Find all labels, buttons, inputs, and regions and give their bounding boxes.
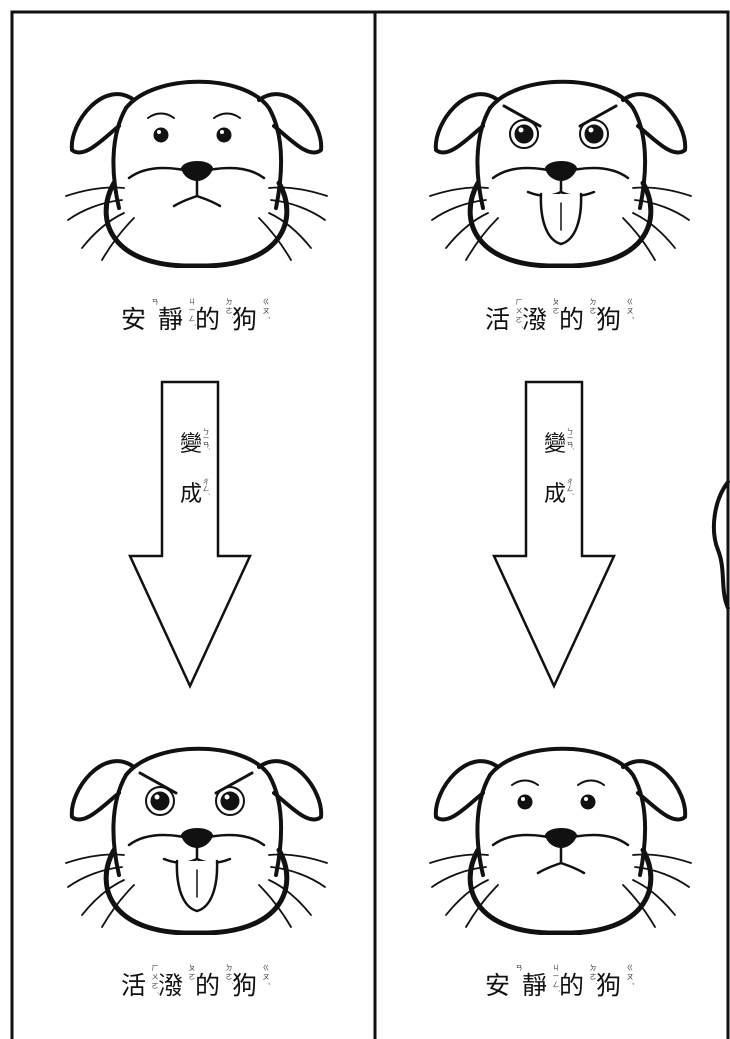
zhuyin: ㄐㄧㄥˋ	[188, 298, 196, 330]
down-arrow-icon	[128, 380, 252, 689]
calm-dog-icon	[64, 68, 329, 268]
zhuyin: ㄔㄥˊ	[566, 478, 574, 496]
caption-char: 的ㄉㄜ˙	[195, 964, 234, 1000]
caption-char: 活ㄏㄨㄛˊ	[484, 298, 523, 334]
caption-char: 安ㄢ	[120, 298, 159, 334]
zhuyin: ㄏㄨㄛˊ	[150, 964, 159, 997]
arrow-label-char: 變ㄅㄧㄢˋ	[543, 428, 574, 457]
caption-char: 的ㄉㄜ˙	[195, 298, 234, 334]
caption-char: 狗ㄍㄡˇ	[232, 298, 271, 334]
zhuyin: ㄍㄡˇ	[262, 298, 271, 322]
down-arrow-icon	[492, 380, 616, 689]
zhuyin: ㄅㄧㄢˋ	[202, 428, 210, 452]
zhuyin: ㄍㄡˇ	[626, 964, 635, 988]
zhuyin: ㄉㄜ˙	[225, 298, 234, 322]
zhuyin: ㄔㄥˊ	[202, 478, 210, 496]
caption-char: 安ㄢ	[484, 964, 523, 1000]
lively-dog-icon	[428, 68, 693, 268]
zhuyin: ㄢ	[514, 964, 523, 973]
zhuyin: ㄉㄜ˙	[589, 964, 598, 988]
caption-char: 潑ㄆㄛ	[157, 964, 196, 1000]
zhuyin: ㄏㄨㄛˊ	[514, 298, 523, 331]
zhuyin: ㄆㄛ	[552, 298, 560, 316]
arrow-label-char: 成ㄔㄥˊ	[179, 478, 210, 507]
zhuyin: ㄢ	[150, 298, 159, 307]
arrow-label-char: 變ㄅㄧㄢˋ	[179, 428, 210, 457]
caption-char: 靜ㄐㄧㄥˋ	[157, 298, 196, 334]
caption-char: 狗ㄍㄡˇ	[596, 298, 635, 334]
caption-char: 靜ㄐㄧㄥˋ	[521, 964, 560, 1000]
lively-dog-icon	[64, 735, 329, 935]
caption-char: 狗ㄍㄡˇ	[232, 964, 271, 1000]
zhuyin: ㄍㄡˇ	[626, 298, 635, 322]
caption-char: 潑ㄆㄛ	[521, 298, 560, 334]
zhuyin: ㄅㄧㄢˋ	[566, 428, 574, 452]
zhuyin: ㄉㄜ˙	[225, 964, 234, 988]
calm-dog-icon	[428, 735, 693, 935]
caption-char: 的ㄉㄜ˙	[559, 298, 598, 334]
caption-char: 活ㄏㄨㄛˊ	[120, 964, 159, 1000]
cropped-ear-icon	[711, 480, 730, 610]
zhuyin: ㄍㄡˇ	[262, 964, 271, 988]
caption-char: 的ㄉㄜ˙	[559, 964, 598, 1000]
arrow-label-char: 成ㄔㄥˊ	[543, 478, 574, 507]
caption-char: 狗ㄍㄡˇ	[596, 964, 635, 1000]
zhuyin: ㄉㄜ˙	[589, 298, 598, 322]
zhuyin: ㄆㄛ	[188, 964, 196, 982]
zhuyin: ㄐㄧㄥˋ	[552, 964, 560, 996]
